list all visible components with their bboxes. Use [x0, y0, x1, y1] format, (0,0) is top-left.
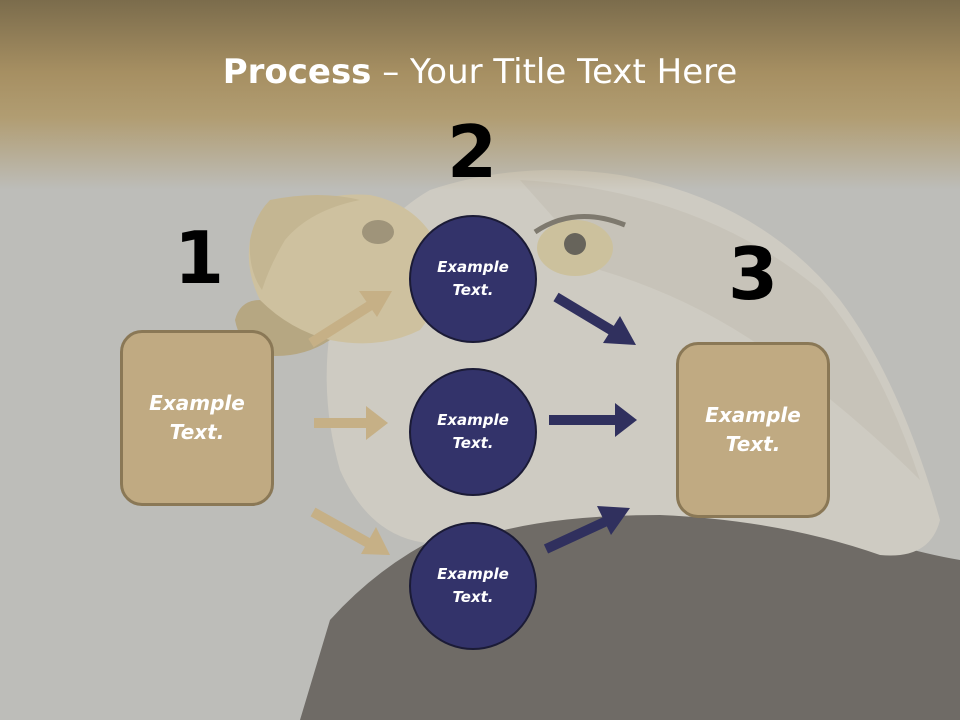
circle-bottom-text: Example Text.	[437, 565, 509, 606]
slide-title: Process – Your Title Text Here	[0, 52, 960, 92]
circle-top-text: Example Text.	[437, 258, 509, 299]
navy-arrow-down	[553, 292, 636, 345]
step-number-2: 2	[446, 110, 498, 194]
tan-arrow-down	[310, 507, 390, 555]
navy-arrow-right	[549, 403, 637, 437]
step-number-1: 1	[173, 216, 225, 300]
left-process-box: Example Text.	[120, 330, 274, 506]
tan-arrow-right	[314, 406, 388, 440]
navy-arrow-up	[543, 506, 630, 554]
tan-arrow-up	[308, 291, 392, 348]
process-circle-top: Example Text.	[409, 215, 537, 343]
process-circle-middle: Example Text.	[409, 368, 537, 496]
right-process-box: Example Text.	[676, 342, 830, 518]
title-rest: – Your Title Text Here	[371, 52, 738, 92]
circle-middle-text: Example Text.	[437, 411, 509, 452]
step-number-3: 3	[727, 232, 779, 316]
title-bold: Process	[222, 52, 372, 92]
left-box-text: Example Text.	[149, 391, 245, 444]
right-box-text: Example Text.	[705, 403, 801, 456]
title-band	[0, 0, 960, 190]
process-circle-bottom: Example Text.	[409, 522, 537, 650]
